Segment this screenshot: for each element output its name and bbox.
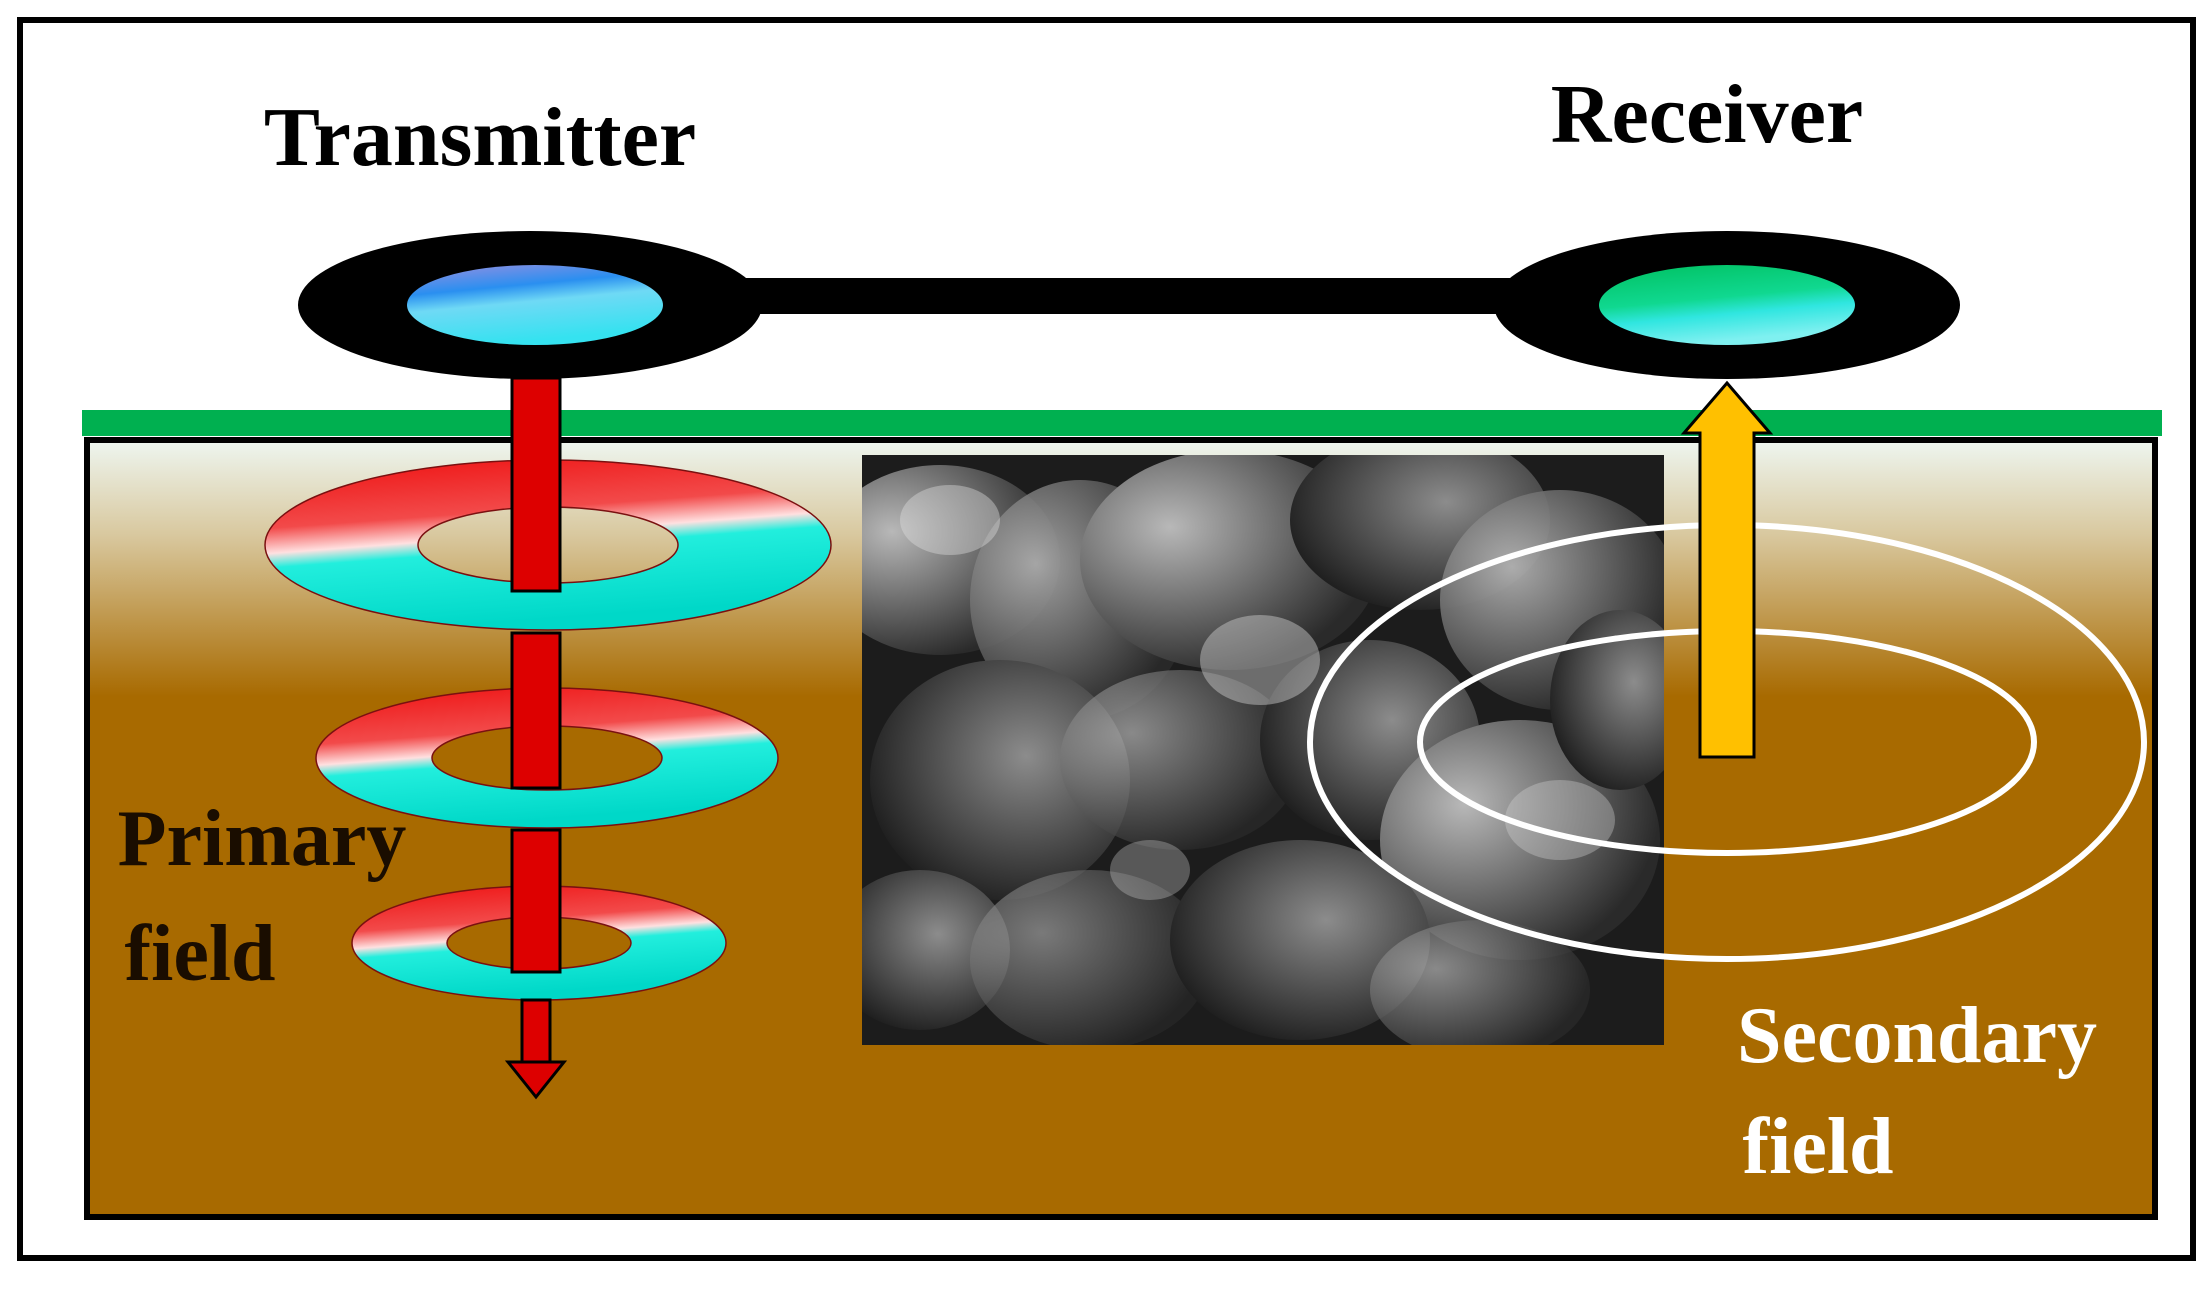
primary-field-label-line2: field — [124, 910, 275, 998]
primary-field-label-line1: Primary — [118, 795, 407, 883]
transmitter-label: Transmitter — [264, 91, 696, 184]
primary-field-arrow-head — [504, 1060, 568, 1100]
transmitter-coil — [407, 265, 663, 345]
primary-field-arrow-shaft-3 — [510, 828, 562, 974]
secondary-field-label-line2: field — [1742, 1103, 1893, 1191]
primary-field — [264, 376, 832, 1100]
receiver-label: Receiver — [1551, 68, 1863, 161]
receiver-device — [1494, 231, 1960, 379]
secondary-field-arrow — [1680, 380, 1774, 759]
subsurface-photo — [862, 455, 1664, 1045]
connecting-boom — [700, 278, 1580, 314]
ground-surface — [82, 410, 2162, 436]
primary-field-ring-1 — [264, 459, 832, 631]
primary-field-ring-2 — [315, 687, 779, 829]
primary-field-arrow-shaft-2 — [510, 631, 562, 790]
primary-field-arrow-shaft-1 — [510, 376, 562, 593]
primary-field-arrow-shaft-4 — [520, 998, 552, 1066]
transmitter-device — [298, 231, 762, 379]
primary-field-ring-3 — [351, 885, 727, 1001]
secondary-field-label-line1: Secondary — [1737, 992, 2097, 1080]
receiver-coil — [1599, 265, 1855, 345]
